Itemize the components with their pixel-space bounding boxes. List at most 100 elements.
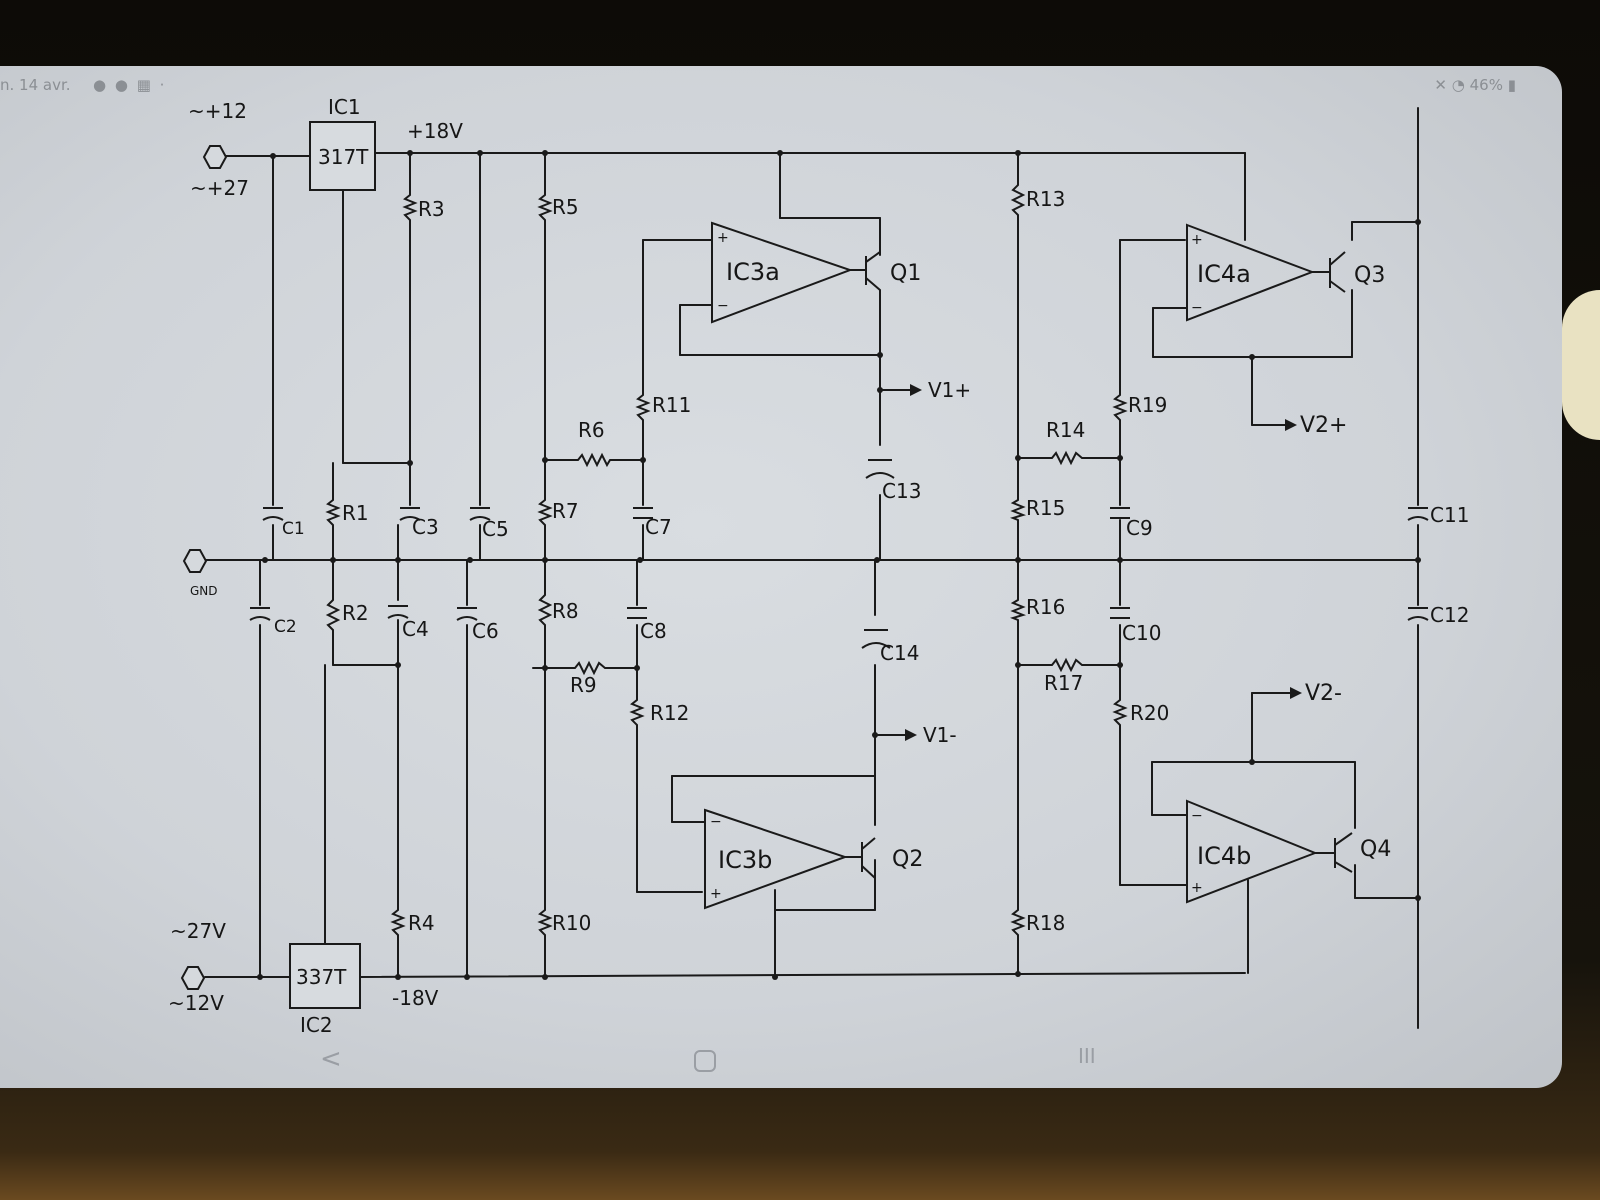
capacitor-c10 [1110, 607, 1130, 619]
resistor-r3 [402, 194, 418, 221]
regulator-ic1 [309, 121, 376, 191]
junction-dots [257, 150, 1421, 980]
label-q2: Q2 [892, 847, 923, 872]
resistor-r19 [1112, 394, 1128, 421]
label-c14: C14 [880, 641, 919, 665]
label-r19: R19 [1128, 393, 1167, 417]
recents-icon[interactable]: III [1078, 1044, 1096, 1068]
transistor-q2 [861, 837, 876, 879]
label-ic4b-plus: + [1191, 880, 1203, 896]
label-r7: R7 [552, 499, 579, 523]
label-c5: C5 [482, 517, 509, 541]
label-r15: R15 [1026, 496, 1065, 520]
label-r3: R3 [418, 197, 445, 221]
resistor-r5 [537, 194, 553, 221]
opamp-ic4b [1186, 799, 1318, 904]
arrow-v2-plus [1285, 419, 1297, 431]
resistor-r6 [577, 452, 611, 468]
label-r4: R4 [408, 911, 435, 935]
resistor-r10 [537, 909, 553, 936]
label-r1: R1 [342, 501, 369, 525]
resistor-r20 [1112, 699, 1128, 726]
capacitors [249, 459, 1429, 649]
resistor-r4 [390, 909, 406, 936]
wires [204, 107, 1419, 1029]
label-ic3b: IC3b [718, 846, 772, 874]
label-v2-plus: V2+ [1300, 413, 1347, 438]
label-c9: C9 [1126, 516, 1153, 540]
label-ic3b-minus: − [710, 814, 722, 830]
arrow-v1-plus [910, 384, 922, 396]
opamp-ic3b [704, 808, 849, 910]
output-arrows [905, 384, 1302, 741]
opamp-ic3a [711, 221, 853, 324]
capacitor-c11 [1407, 507, 1429, 521]
capacitor-c1 [262, 507, 284, 521]
label-v1-minus: V1- [923, 723, 957, 747]
label-r5: R5 [552, 195, 579, 219]
label-r13: R13 [1026, 187, 1065, 211]
capacitor-c4 [387, 605, 409, 619]
label-q3: Q3 [1354, 263, 1385, 288]
label-r16: R16 [1026, 595, 1065, 619]
transistor-q1 [865, 251, 881, 291]
label-c7: C7 [645, 515, 672, 539]
label-c6: C6 [472, 619, 499, 643]
resistor-r8 [537, 594, 553, 626]
arrow-v1-minus [905, 729, 917, 741]
resistor-r7 [537, 499, 553, 526]
label-r2: R2 [342, 601, 369, 625]
transistor-q3 [1329, 251, 1346, 293]
label-ic1: IC1 [328, 95, 361, 119]
label-rail-pos: +18V [407, 119, 463, 143]
label-in-pos-b: ~+27 [190, 176, 249, 200]
resistor-r17 [1051, 657, 1083, 673]
label-ic4a-plus: + [1191, 232, 1203, 248]
label-ic3a: IC3a [726, 258, 780, 286]
label-ic4a: IC4a [1197, 260, 1251, 288]
label-c2: C2 [274, 617, 297, 637]
label-ic4a-minus: − [1191, 300, 1203, 316]
label-ic3a-minus: − [717, 298, 729, 314]
op-amps [704, 221, 1318, 910]
opamp-ic4a [1186, 223, 1315, 322]
label-v2-minus: V2- [1305, 681, 1342, 706]
label-in-neg-b: ~12V [168, 991, 224, 1015]
battery-percent: 46% [1469, 76, 1503, 94]
label-r17: R17 [1044, 671, 1083, 695]
terminal-negative-input [180, 966, 206, 990]
label-c12: C12 [1430, 603, 1469, 627]
tablet-screen: n. 14 avr. ● ● ▦ · ✕ ◔ 46% ▮ [0, 66, 1562, 1088]
resistor-r13 [1010, 184, 1026, 216]
label-ic4b-minus: − [1191, 808, 1203, 824]
terminal-gnd [182, 549, 208, 573]
resistor-r9 [574, 660, 606, 676]
label-r9: R9 [570, 673, 597, 697]
capacitor-c9 [1110, 507, 1130, 519]
label-r20: R20 [1130, 701, 1169, 725]
label-q1: Q1 [890, 261, 921, 286]
label-ic2-part: 337T [296, 965, 347, 989]
labels: ~+12 ~+27 ~27V ~12V GND IC1 317T 337T IC… [168, 95, 1469, 1037]
label-r8: R8 [552, 599, 579, 623]
resistor-r14 [1051, 450, 1083, 466]
label-r10: R10 [552, 911, 591, 935]
label-ic3a-plus: + [717, 230, 729, 246]
capacitor-c3 [399, 507, 421, 521]
status-bar: n. 14 avr. ● ● ▦ · ✕ ◔ 46% ▮ [0, 66, 1562, 100]
back-icon[interactable]: < [320, 1044, 342, 1074]
capacitor-c2 [249, 607, 271, 621]
nav-bar: < III [0, 1038, 1562, 1078]
capacitor-c5 [469, 507, 491, 521]
regulators [289, 121, 376, 1009]
capacitor-c6 [456, 607, 478, 621]
resistor-r1 [325, 499, 341, 526]
regulator-ic2 [289, 943, 361, 1009]
status-date: n. 14 avr. [0, 76, 71, 94]
terminals [180, 145, 228, 990]
label-ic4b: IC4b [1197, 842, 1251, 870]
resistor-r16 [1009, 599, 1027, 621]
label-c8: C8 [640, 619, 667, 643]
home-icon[interactable] [694, 1050, 716, 1072]
sticker [1562, 290, 1600, 440]
